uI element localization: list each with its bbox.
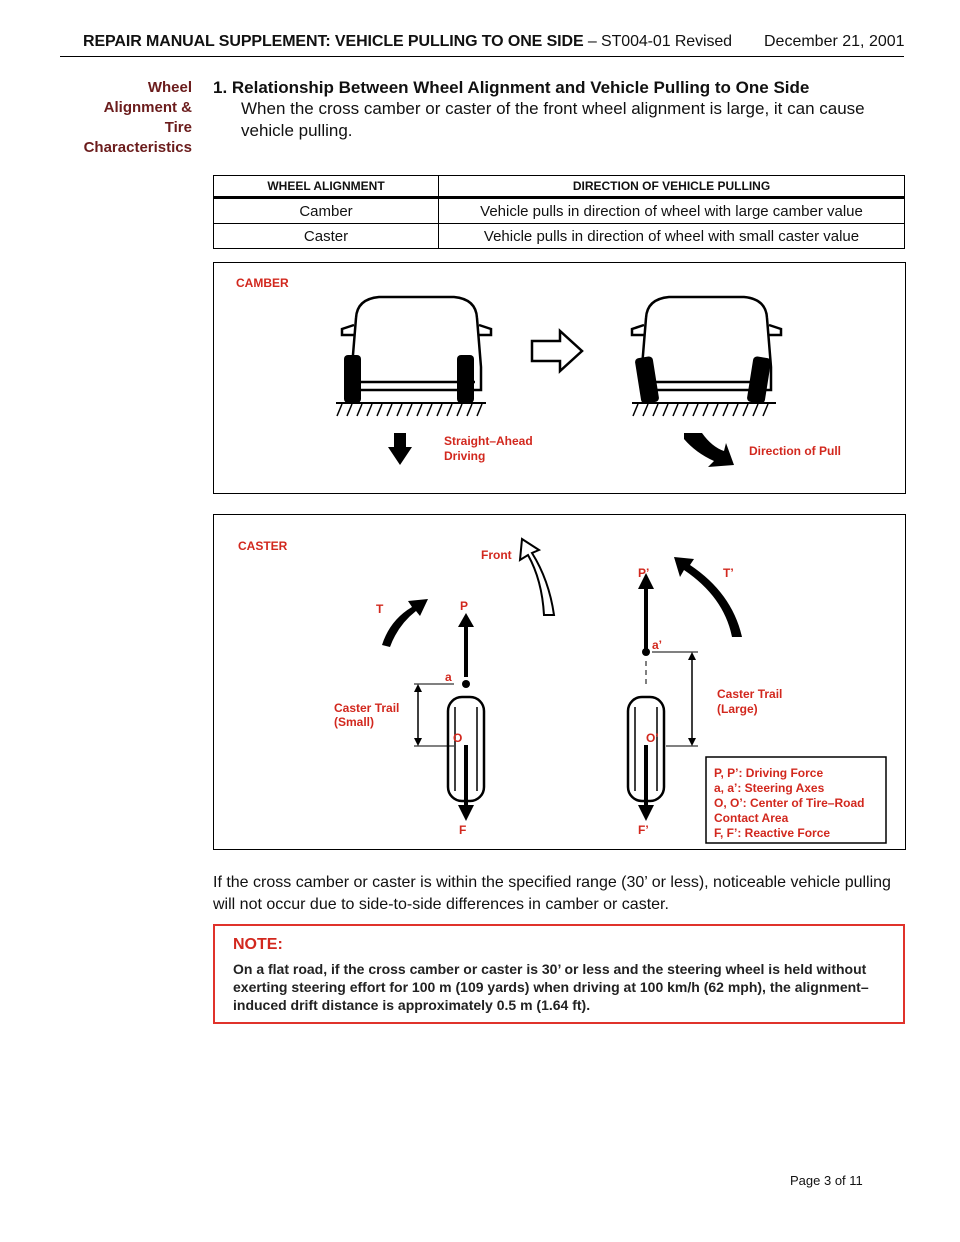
- alignment-table: WHEEL ALIGNMENT DIRECTION OF VEHICLE PUL…: [213, 175, 905, 249]
- sidebar-line: Wheel: [147, 79, 192, 96]
- front-arrow-icon: [518, 537, 556, 616]
- sidebar-line: Alignment &: [103, 99, 192, 116]
- legend-line: F, F’: Reactive Force: [714, 826, 830, 840]
- sidebar-heading: Wheel Alignment & Tire Characteristics: [40, 78, 192, 158]
- ground-hatch-icon: [336, 402, 486, 417]
- section-heading: 1. Relationship Between Wheel Alignment …: [213, 78, 810, 97]
- axis-point-icon: [642, 648, 650, 656]
- P-prime-label: P’: [638, 566, 649, 580]
- F-prime-arrow-icon: [638, 745, 654, 821]
- header-rule: [60, 56, 904, 57]
- legend-line: P, P’: Driving Force: [714, 766, 823, 780]
- T-arrow-icon: [382, 599, 428, 647]
- table-cell: Vehicle pulls in direction of wheel with…: [438, 197, 905, 224]
- front-label: Front: [481, 548, 512, 562]
- tire-right-tilted-icon: [747, 356, 771, 404]
- transition-arrow-icon: [530, 328, 584, 374]
- legend-line: O, O’: Center of Tire–Road: [714, 796, 864, 810]
- T-label: T: [376, 602, 384, 616]
- page-number: Page 3 of 11: [790, 1173, 863, 1188]
- tire-left-tilted-icon: [635, 356, 659, 404]
- straight-label-1: Straight–Ahead: [444, 434, 533, 448]
- table-header: WHEEL ALIGNMENT: [213, 175, 439, 199]
- table-cell: Caster: [213, 223, 439, 249]
- table-header-row: WHEEL ALIGNMENT DIRECTION OF VEHICLE PUL…: [213, 175, 905, 199]
- table-header: DIRECTION OF VEHICLE PULLING: [438, 175, 905, 199]
- section-body: When the cross camber or caster of the f…: [241, 99, 865, 140]
- straight-arrow-icon: [388, 433, 412, 465]
- F-prime-label: F’: [638, 823, 649, 837]
- note-box: NOTE: On a flat road, if the cross cambe…: [213, 924, 905, 1024]
- table-row: Camber Vehicle pulls in direction of whe…: [213, 197, 905, 224]
- note-body: On a flat road, if the cross camber or c…: [233, 961, 869, 1013]
- O-label: O: [453, 731, 462, 745]
- ground-hatch-icon: [632, 402, 776, 417]
- table-cell: Vehicle pulls in direction of wheel with…: [438, 223, 905, 249]
- header-title: REPAIR MANUAL SUPPLEMENT: VEHICLE PULLIN…: [83, 33, 732, 51]
- sidebar-line: Characteristics: [83, 139, 192, 156]
- pull-label: Direction of Pull: [749, 444, 841, 458]
- straight-label-2: Driving: [444, 449, 485, 463]
- car-straight-icon: [340, 295, 493, 392]
- car-pulling-icon: [630, 295, 783, 392]
- caster-figure: CASTER Front T P a O F Caster Trail (Sma…: [213, 514, 906, 850]
- P-arrow-icon: [458, 613, 474, 677]
- F-label: F: [459, 823, 466, 837]
- camber-title: CAMBER: [236, 276, 289, 290]
- header-title-bold: REPAIR MANUAL SUPPLEMENT: VEHICLE PULLIN…: [83, 33, 584, 50]
- header-date: December 21, 2001: [764, 33, 905, 50]
- camber-figure: CAMBER: [213, 262, 906, 494]
- header-title-rest: – ST004-01 Revised: [583, 33, 732, 50]
- note-title: NOTE:: [233, 936, 283, 953]
- sidebar-line: Tire: [164, 119, 192, 136]
- trail-large-label-2: (Large): [717, 702, 758, 716]
- trail-small-label-2: (Small): [334, 715, 374, 729]
- trail-large-label-1: Caster Trail: [717, 687, 782, 701]
- tire-left-icon: [344, 355, 361, 403]
- body-paragraph: If the cross camber or caster is within …: [213, 874, 891, 913]
- table-cell: Camber: [213, 197, 439, 224]
- pull-arrow-icon: [684, 433, 734, 467]
- O-prime-label: O’: [646, 731, 659, 745]
- axis-point-icon: [462, 680, 470, 688]
- caster-title: CASTER: [238, 539, 288, 553]
- legend-box: [705, 756, 887, 844]
- a-prime-label: a’: [652, 638, 662, 652]
- T-prime-label: T’: [723, 566, 734, 580]
- legend-line: Contact Area: [714, 811, 789, 825]
- P-prime-arrow-icon: [638, 573, 654, 651]
- legend-line: a, a’: Steering Axes: [714, 781, 825, 795]
- caster-illustration: CASTER Front T P a O F Caster Trail (Sma…: [238, 537, 887, 844]
- camber-illustration: CAMBER: [236, 276, 841, 467]
- tire-right-icon: [457, 355, 474, 403]
- T-prime-arrow-icon: [674, 557, 742, 637]
- P-label: P: [460, 599, 468, 613]
- a-label: a: [445, 670, 452, 684]
- table-row: Caster Vehicle pulls in direction of whe…: [213, 223, 905, 249]
- F-arrow-icon: [458, 745, 474, 821]
- trail-small-label-1: Caster Trail: [334, 701, 399, 715]
